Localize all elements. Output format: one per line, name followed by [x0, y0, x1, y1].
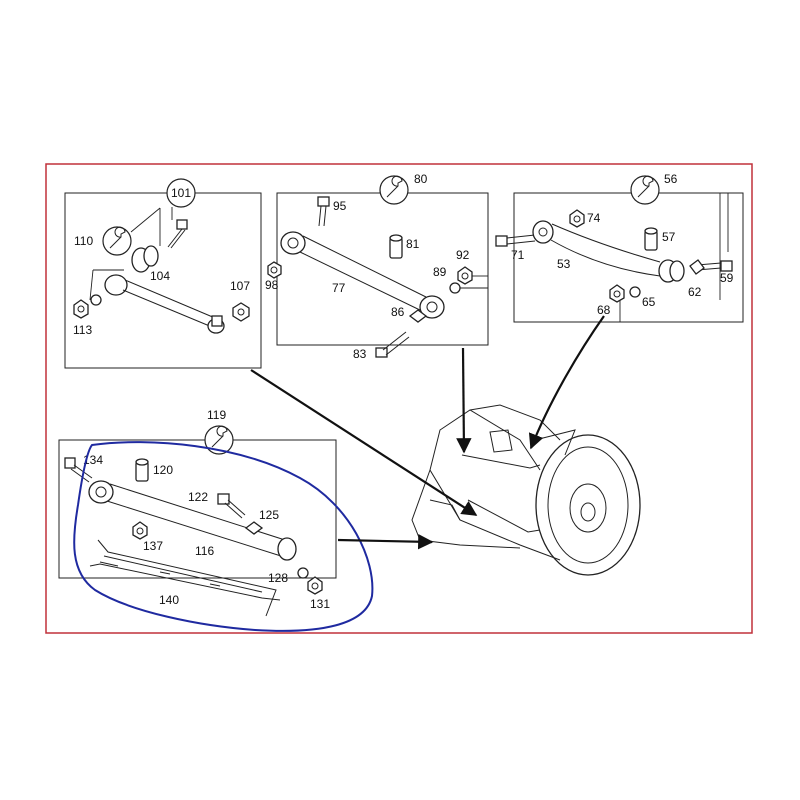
wrench-icon — [102, 226, 132, 256]
part-113: 113 — [73, 323, 92, 337]
sleeve-120 — [135, 458, 149, 482]
part-140: 140 — [159, 593, 179, 607]
nut-98 — [267, 261, 282, 279]
part-116: 116 — [195, 544, 214, 558]
group-101-callout — [166, 178, 196, 208]
part-104: 104 — [150, 269, 170, 283]
washer-65 — [629, 286, 641, 298]
part-74: 74 — [587, 211, 601, 225]
group-101-label: 101 — [171, 186, 191, 200]
arrow-101 — [250, 369, 478, 516]
bolt-83 — [375, 331, 410, 358]
part-131: 131 — [310, 597, 330, 611]
group-101-box — [64, 192, 262, 369]
part-107: 107 — [230, 279, 250, 293]
bolt-95 — [317, 196, 330, 227]
washer-125 — [244, 521, 264, 535]
nut-74 — [569, 209, 585, 228]
arrow-80 — [456, 347, 472, 454]
bushing-104 — [131, 245, 159, 273]
group-101: 101 — [64, 178, 262, 369]
part-92: 92 — [456, 248, 470, 262]
sleeve-81 — [389, 234, 403, 259]
part-89: 89 — [433, 265, 447, 279]
wrench-icon — [211, 425, 228, 448]
part-77: 77 — [332, 281, 346, 295]
bolt-101 — [167, 219, 188, 249]
washer-86 — [408, 309, 428, 323]
part-65: 65 — [642, 295, 656, 309]
group-119: 119 — [58, 408, 337, 617]
plate-140 — [89, 539, 281, 617]
control-arm-77 — [280, 231, 445, 319]
group-56-label: 56 — [664, 172, 678, 186]
nut-137 — [132, 521, 148, 540]
nut-68 — [609, 284, 625, 303]
part-68: 68 — [597, 303, 611, 317]
part-122: 122 — [188, 490, 208, 504]
control-arm-53 — [532, 220, 685, 283]
sleeve-57 — [644, 227, 658, 251]
part-59: 59 — [720, 271, 734, 285]
bolt-71 — [495, 234, 536, 247]
washer-128 — [297, 567, 309, 579]
part-128: 128 — [268, 571, 288, 585]
part-110: 110 — [74, 234, 93, 248]
highlight-outline — [73, 441, 374, 632]
arrow-119 — [337, 534, 434, 550]
part-71: 71 — [511, 248, 525, 262]
nut-131 — [307, 576, 323, 595]
part-98: 98 — [265, 278, 279, 292]
washer-89 — [449, 282, 461, 294]
wrench-icon — [386, 175, 403, 198]
group-56-box — [513, 192, 744, 323]
group-119-label: 119 — [207, 408, 226, 422]
arrow-56 — [528, 315, 605, 450]
group-56: 56 — [495, 172, 744, 323]
part-81: 81 — [406, 237, 420, 251]
bolt-122 — [217, 493, 246, 519]
nut-113 — [73, 294, 102, 319]
group-80-box — [276, 192, 489, 346]
link-arm-101 — [104, 274, 225, 334]
washer-62 — [689, 259, 705, 275]
assembly-arrows — [250, 315, 605, 550]
group-80: 80 — [265, 172, 489, 361]
part-57: 57 — [662, 230, 676, 244]
part-62: 62 — [688, 285, 702, 299]
wrench-icon — [637, 175, 654, 198]
part-53: 53 — [557, 257, 571, 271]
nut-107 — [232, 302, 250, 322]
wheel-hub-assembly — [411, 404, 641, 576]
part-83: 83 — [353, 347, 367, 361]
nut-92 — [457, 266, 473, 285]
part-125: 125 — [259, 508, 279, 522]
part-86: 86 — [391, 305, 405, 319]
group-80-label: 80 — [414, 172, 428, 186]
part-95: 95 — [333, 199, 347, 213]
part-120: 120 — [153, 463, 173, 477]
outer-frame — [45, 163, 753, 634]
part-137: 137 — [143, 539, 163, 553]
